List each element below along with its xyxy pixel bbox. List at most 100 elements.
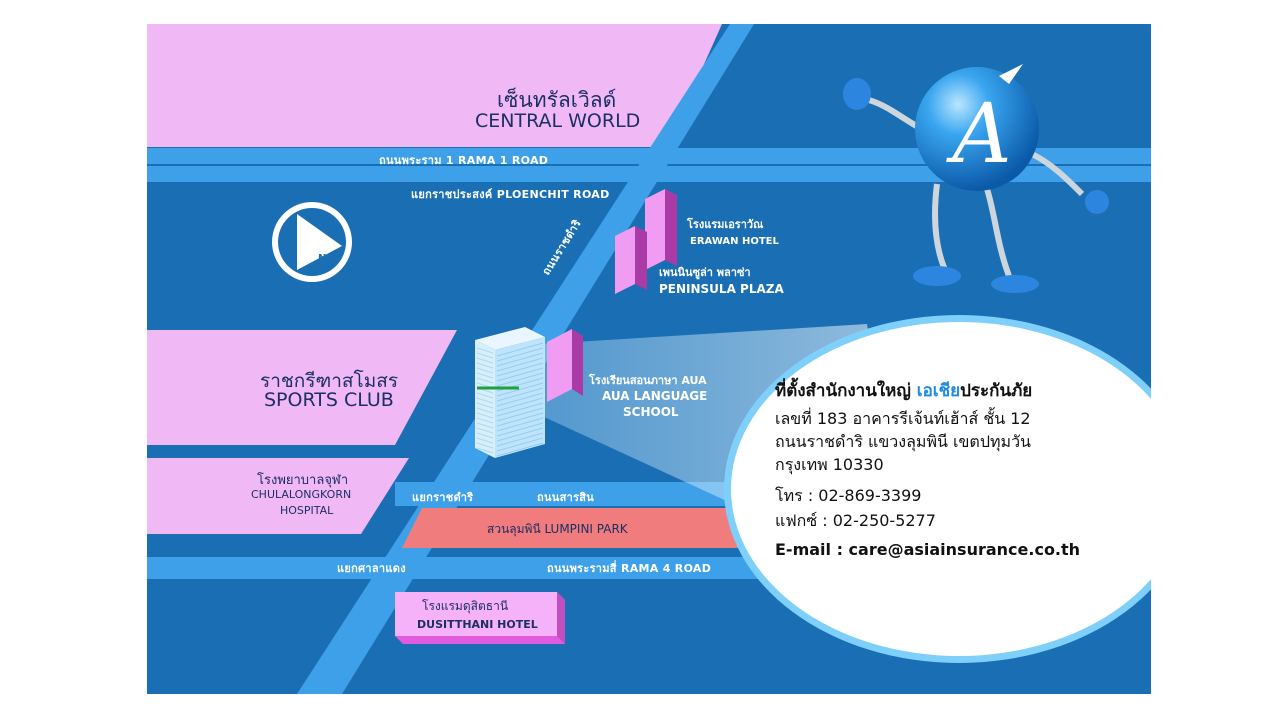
peninsula-label-en: PENINSULA PLAZA bbox=[659, 282, 784, 296]
aua-building-shade bbox=[572, 329, 583, 396]
mascot-logo-letter: A bbox=[945, 87, 1011, 182]
aua-label-en-2: SCHOOL bbox=[623, 405, 679, 419]
info-phone: โทร : 02-869-3399 bbox=[775, 486, 922, 505]
office-floor-line bbox=[476, 362, 494, 369]
info-address-1: เลขที่ 183 อาคารรีเจ้นท์เฮ้าส์ ชั้น 12 bbox=[775, 409, 1031, 428]
peninsula-building-side bbox=[615, 226, 635, 294]
dusit-label-th: โรงแรมดุสิตธานี bbox=[422, 599, 509, 613]
aua-label-th: โรงเรียนสอนภาษา AUA bbox=[589, 374, 707, 387]
ploenchit-road-label: แยกราชประสงค์ PLOENCHIT ROAD bbox=[411, 188, 610, 201]
contact-info: ที่ตั้งสำนักงานใหญ่ เอเชียประกันภัย เลขท… bbox=[775, 380, 1081, 561]
info-address-2: ถนนราชดำริ แขวงลุมพินี เขตปทุมวัน bbox=[775, 432, 1031, 451]
mascot: A bbox=[843, 64, 1109, 293]
office-floor-line bbox=[476, 412, 494, 419]
info-title-part2: ประกันภัย bbox=[960, 381, 1033, 401]
office-floor-line bbox=[476, 397, 494, 404]
office-floor-line bbox=[496, 387, 544, 402]
info-title-brand: เอเชีย bbox=[916, 381, 961, 401]
office-floor-line bbox=[476, 407, 494, 414]
erawan-label-en: ERAWAN HOTEL bbox=[690, 236, 779, 247]
mascot-shoe-left bbox=[913, 266, 961, 286]
sports-club-block bbox=[147, 330, 457, 445]
hospital-block bbox=[147, 458, 409, 534]
aua-label-en-1: AUA LANGUAGE bbox=[602, 389, 708, 403]
office-floor-line bbox=[496, 432, 544, 447]
location-map: A N เซ็นทรัลเวิลด์ CENTRAL WORLD ถนนพระร… bbox=[147, 24, 1151, 694]
peninsula-building-shade bbox=[635, 226, 647, 290]
office-floor-line bbox=[496, 442, 544, 457]
office-floor-line bbox=[496, 352, 544, 367]
office-floor-line bbox=[496, 437, 544, 452]
aua-building-side bbox=[547, 329, 572, 402]
compass-letter: N bbox=[318, 253, 327, 264]
hospital-label-en-2: HOSPITAL bbox=[280, 504, 334, 517]
office-floor-line bbox=[496, 392, 544, 407]
central-world-label-th: เซ็นทรัลเวิลด์ bbox=[497, 88, 617, 112]
info-email[interactable]: E-mail : care@asiainsurance.co.th bbox=[775, 540, 1081, 559]
office-floor-line bbox=[476, 392, 494, 399]
lumpini-park bbox=[402, 508, 787, 548]
mascot-logo-accent bbox=[999, 64, 1023, 84]
erawan-building-side bbox=[645, 189, 665, 270]
office-floor-line bbox=[496, 417, 544, 432]
ratchadamri-junction-label: แยกราชดำริ bbox=[412, 491, 474, 504]
office-floor-line bbox=[476, 352, 494, 359]
lumpini-park-label: สวนลุมพินี LUMPINI PARK bbox=[487, 522, 628, 536]
dusit-hotel-edge bbox=[557, 592, 565, 644]
office-floor-line bbox=[496, 357, 544, 372]
office-floor-line bbox=[496, 367, 544, 382]
info-address-3: กรุงเทพ 10330 bbox=[775, 455, 884, 474]
info-title-part1: ที่ตั้งสำนักงานใหญ่ bbox=[775, 381, 917, 401]
saladaeng-label: แยกศาลาแดง bbox=[337, 562, 406, 575]
office-floor-line bbox=[496, 407, 544, 422]
office-floor-line bbox=[476, 372, 494, 379]
office-floor-line bbox=[496, 427, 544, 442]
central-world-label-en: CENTRAL WORLD bbox=[475, 110, 641, 132]
info-fax: แฟกซ์ : 02-250-5277 bbox=[775, 511, 936, 530]
office-floor-line bbox=[496, 397, 544, 412]
office-floor-line bbox=[476, 447, 494, 454]
office-floor-line bbox=[476, 357, 494, 364]
office-floor-line bbox=[476, 417, 494, 424]
office-floor-line bbox=[476, 367, 494, 374]
office-floor-line bbox=[496, 372, 544, 387]
office-floor-line bbox=[496, 402, 544, 417]
sports-club-label-th: ราชกรีฑาสโมสร bbox=[260, 370, 399, 392]
sarasin-road-label: ถนนสารสิน bbox=[537, 491, 595, 504]
erawan-building-shade bbox=[665, 189, 677, 266]
office-floor-line bbox=[476, 347, 494, 354]
office-floor-line bbox=[476, 432, 494, 439]
rama4-road-label: ถนนพระรามสี่ RAMA 4 ROAD bbox=[547, 562, 712, 575]
office-floor-line bbox=[496, 422, 544, 437]
info-title: ที่ตั้งสำนักงานใหญ่ เอเชียประกันภัย bbox=[775, 380, 1075, 403]
office-floor-line bbox=[476, 427, 494, 434]
mascot-leg-right bbox=[984, 188, 1012, 278]
office-floor-line bbox=[476, 437, 494, 444]
map-canvas: A bbox=[147, 24, 1151, 694]
dusit-label-en: DUSITTHANI HOTEL bbox=[417, 618, 538, 631]
mascot-arm-right bbox=[1030, 151, 1085, 197]
office-floor-line bbox=[496, 412, 544, 427]
rama1-road-label: ถนนพระราม 1 RAMA 1 ROAD bbox=[379, 154, 549, 167]
central-world-block bbox=[147, 24, 722, 147]
north-arrow-icon bbox=[297, 214, 342, 270]
info-bubble bbox=[731, 322, 1151, 656]
hospital-label-en-1: CHULALONGKORN bbox=[251, 488, 352, 501]
office-floor-line bbox=[496, 347, 544, 362]
office-floor-line bbox=[476, 422, 494, 429]
office-floor-line bbox=[476, 402, 494, 409]
office-floor-line bbox=[496, 382, 544, 397]
office-floor-line bbox=[496, 342, 544, 357]
sports-club-label-en: SPORTS CLUB bbox=[264, 389, 394, 411]
mascot-ball bbox=[915, 67, 1039, 191]
office-building-roof bbox=[475, 327, 545, 350]
mascot-glove-left bbox=[843, 78, 871, 110]
dusit-hotel-block bbox=[395, 592, 557, 636]
peninsula-label-th: เพนนินซูล่า พลาซ่า bbox=[659, 266, 751, 279]
mascot-shoe-right bbox=[991, 275, 1039, 293]
hospital-label-th: โรงพยาบาลจุฬา bbox=[257, 473, 349, 488]
office-floor-line bbox=[476, 442, 494, 449]
office-floor-line bbox=[496, 362, 544, 377]
mascot-glove-right bbox=[1085, 190, 1109, 214]
office-floor-line bbox=[476, 377, 494, 384]
